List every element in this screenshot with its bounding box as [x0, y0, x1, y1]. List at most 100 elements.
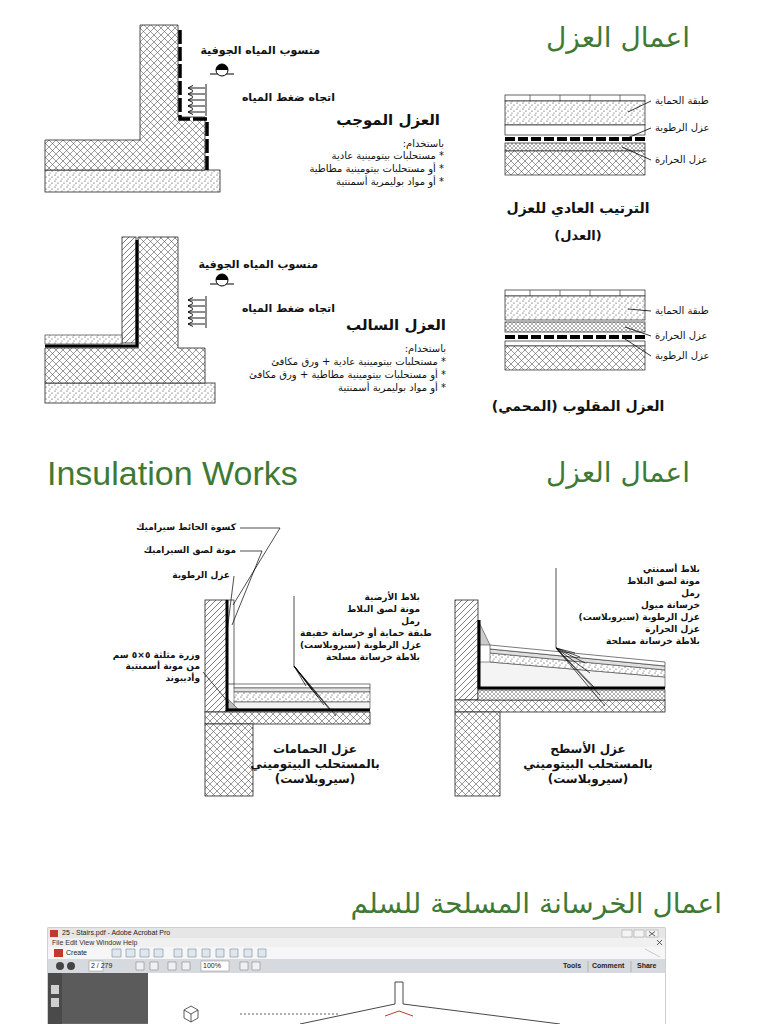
roof-detail [556, 568, 605, 706]
normal-roof-layers [505, 151, 645, 175]
water-level-label: منسوب المياه الجوفية [198, 258, 318, 272]
acrobat-screenshot [645, 949, 660, 957]
acrobat-screenshot [54, 949, 63, 957]
acrobat-screenshot [112, 949, 266, 957]
section-title: اعمال العزل [546, 20, 690, 55]
acrobat-screenshot [300, 1004, 560, 1024]
acrobat-screenshot [631, 961, 632, 972]
positive-insulation-section [45, 170, 220, 192]
acrobat-screenshot [646, 930, 658, 937]
acrobat-screenshot [385, 1011, 413, 1016]
acrobat-screenshot [51, 998, 59, 1007]
figure-caption: عزل الحمامات بالمستحلب البيتوميني (سيروب… [250, 742, 380, 787]
bathroom-detail [227, 698, 238, 709]
layer-label: عزل الحرارة [645, 624, 700, 635]
layer-label: مونة لصق البلاط [627, 576, 700, 587]
section-title: Insulation Works [47, 452, 298, 495]
note-text: باستخدام: [403, 138, 444, 151]
note-text: * أو مستحلبات بيتومينية مطاطية + ورق مكا… [249, 369, 446, 382]
layer-label: بلاط أسمنتي [643, 564, 700, 575]
bathroom-detail [205, 724, 253, 796]
zoom-field: 100% [203, 962, 221, 971]
layer-label: عزل الحرارة [655, 154, 708, 167]
toolbar-button: Tools [563, 962, 581, 971]
acrobat-screenshot [56, 962, 64, 970]
note-text: * مستحلبات بيتومينية عادية [332, 150, 444, 163]
normal-roof-layers [622, 101, 651, 160]
layer-label: عزل الحرارة [655, 330, 708, 343]
normal-roof-layers [505, 101, 645, 125]
bathroom-detail [234, 692, 370, 702]
normal-roof-layers [505, 137, 645, 141]
acrobat-screenshot [649, 932, 655, 937]
roof-detail [490, 645, 665, 666]
bathroom-detail [234, 702, 370, 709]
normal-roof-layers [505, 95, 645, 101]
inverted-roof-layers [530, 290, 620, 296]
roof-detail [455, 568, 665, 796]
section-title: اعمال الخرسانة المسلحة للسلم [351, 886, 722, 921]
page-field: 2 / 279 [91, 962, 112, 971]
negative-insulation-section [216, 274, 228, 286]
inverted-roof-layers [505, 346, 645, 370]
bathroom-detail [205, 712, 370, 724]
acrobat-screenshot [48, 938, 665, 947]
layer-label: عزل الرطوبة [655, 350, 710, 363]
negative-insulation-section [45, 240, 137, 346]
inverted-roof-layers [622, 309, 651, 356]
note-text: باستخدام: [405, 343, 446, 356]
acrobat-screenshot [48, 973, 62, 1024]
note-text: * أو مواد بوليمرية أسمنتية [336, 176, 444, 189]
layer-label: بلاطة خرسانة مسلحة [326, 652, 420, 663]
water-level-label: منسوب المياه الجوفية [200, 44, 320, 58]
layer-label: عزل الرطوبة (سيروبلاست) [579, 612, 700, 623]
negative-insulation-section [122, 237, 136, 343]
layer-label: عزل الرطوبة (سيروبلاست) [300, 640, 421, 651]
layer-label: كسوة الحائط سيراميك [136, 522, 236, 533]
acrobat-screenshot [48, 928, 665, 938]
negative-insulation-section [45, 237, 205, 383]
acrobat-screenshot [50, 930, 58, 937]
layer-label: طبقة الحماية [655, 305, 709, 318]
menu-bar: File Edit View Window Help [52, 939, 137, 948]
acrobat-screenshot [201, 961, 229, 971]
acrobat-screenshot [48, 928, 665, 1024]
figure-caption: العزل المقلوب (المحمي) [492, 398, 665, 416]
note-text: * مستحلبات بيتومينية عادية + ورق مكافئ [271, 356, 446, 369]
toolbar-button: Share [637, 962, 656, 971]
positive-insulation-section [45, 25, 205, 170]
bathroom-detail [234, 684, 370, 688]
negative-insulation-section [45, 335, 122, 344]
figure-caption: (العدل) [554, 228, 601, 244]
figure-caption: عزل الأسطح بالمستحلب البيتوميني (سيروبلا… [521, 742, 656, 787]
bathroom-detail [205, 600, 227, 712]
roof-detail [455, 712, 500, 796]
bathroom-detail [234, 688, 370, 692]
inverted-roof-layers [505, 296, 645, 320]
window-title: 25 - Stairs.pdf - Adobe Acrobat Pro [62, 929, 170, 938]
layer-label: طبقة حماية أو خرسانة خفيفة [300, 628, 432, 639]
acrobat-screenshot [148, 973, 665, 1024]
normal-roof-layers [505, 143, 645, 151]
acrobat-screenshot [67, 962, 75, 970]
figure-caption: الترتيب العادي للعزل [507, 200, 650, 218]
layer-label: طبقة الحماية [655, 95, 709, 108]
layer-label: عزل الرطوبة [172, 570, 230, 581]
acrobat-screenshot [51, 985, 59, 994]
section-title: اعمال العزل [546, 455, 690, 490]
positive-insulation-section [216, 64, 228, 70]
layer-label: مونة لصق البلاط [347, 604, 420, 615]
layer-label: رمل [681, 588, 700, 599]
roof-detail [478, 690, 665, 700]
note-text: * أو مستحلبات بيتومينية مطاطية [309, 163, 444, 176]
toolbar-button: Create [66, 949, 87, 958]
layer-label: خرسانة ميول [641, 600, 700, 611]
acrobat-screenshot [240, 1014, 340, 1015]
normal-roof-layers [505, 125, 645, 135]
method-heading: العزل السالب [346, 316, 446, 335]
layer-label: بلاط الأرضية [365, 592, 421, 603]
negative-insulation-section [188, 296, 206, 328]
acrobat-screenshot [48, 947, 665, 959]
acrobat-screenshot [622, 930, 632, 937]
positive-insulation-section [216, 64, 228, 76]
